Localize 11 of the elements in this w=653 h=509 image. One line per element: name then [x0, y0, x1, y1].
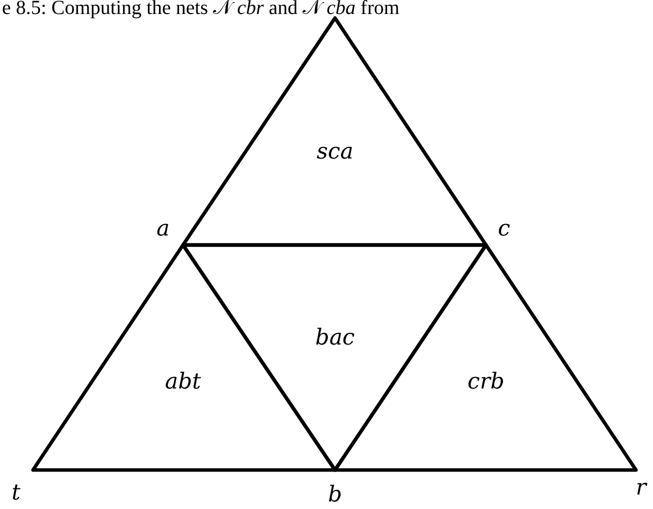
region-label: bac	[315, 326, 355, 350]
vertex-label: r	[636, 476, 646, 500]
vertex-label: t	[12, 480, 20, 506]
vertex-label: a	[156, 216, 170, 242]
vertex-label: b	[328, 482, 342, 508]
vertex-label: c	[498, 216, 510, 242]
region-label: sca	[316, 140, 354, 164]
region-label: crb	[468, 370, 504, 394]
triangle-region	[183, 18, 486, 245]
figure-caption: e 8.5: Computing the nets 𝒩 cbr and 𝒩 cba from	[2, 0, 400, 20]
region-label: abt	[164, 370, 202, 394]
